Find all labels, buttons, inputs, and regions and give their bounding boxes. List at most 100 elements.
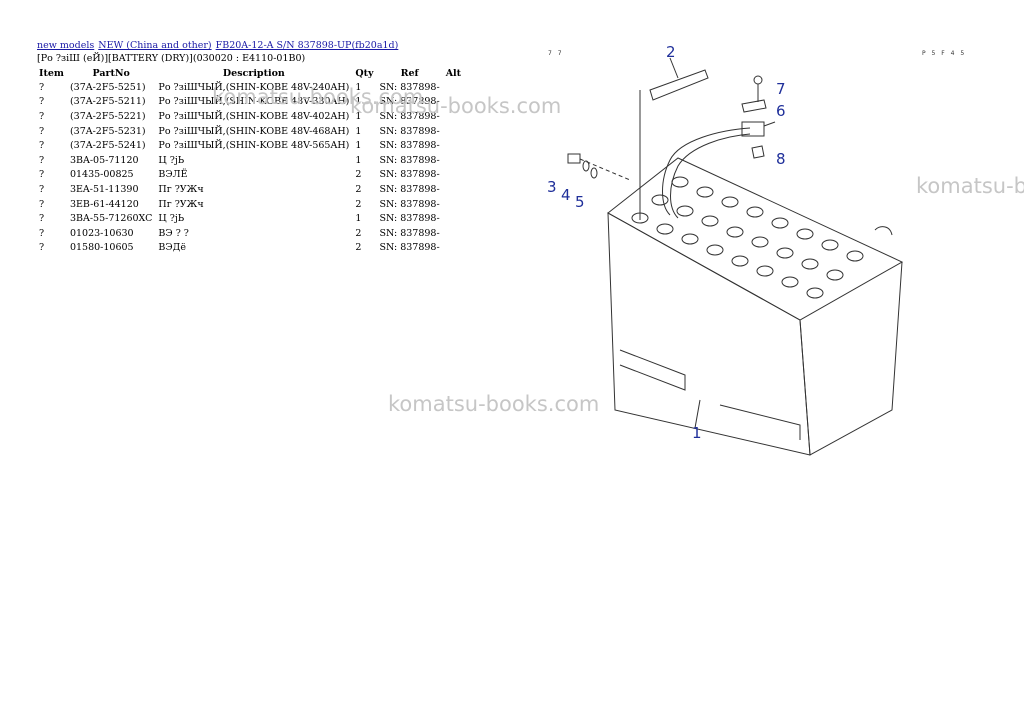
cell-description: Ро ?зiШЧЫЙ,(SHIN-KOBE 48V-468AH) <box>158 125 350 137</box>
breadcrumb-link-region[interactable]: NEW (China and other) <box>98 40 212 51</box>
callout-3: 3 <box>547 178 557 196</box>
cell-qty: 1 <box>355 154 362 166</box>
header-partno: PartNo <box>92 67 130 79</box>
table-row: ? (37A-2F5-5231) Ро ?зiШЧЫЙ,(SHIN-KOBE 48V… <box>36 124 469 139</box>
cell-partno: 01435-00825 <box>69 169 134 181</box>
cell-alt <box>443 124 469 139</box>
parts-table: Item PartNo Description Qty Ref Alt ?(37… <box>36 66 469 255</box>
callout-4: 4 <box>561 186 571 204</box>
cell-ref: SN: 837898- <box>379 213 440 225</box>
cell-item: ? <box>39 110 45 122</box>
cell-description: Пг ?УЖч <box>158 198 204 210</box>
header-qty: Qty <box>355 67 374 79</box>
diagram-corner-code-right: P 5 F 4 5 <box>922 50 967 57</box>
cell-alt <box>443 168 469 183</box>
cell-description: ВЭ ? ? <box>158 227 189 239</box>
cell-description: Ро ?зiШЧЫЙ,(SHIN-KOBE 48V-330AH) <box>158 96 350 108</box>
cell-alt <box>443 80 469 95</box>
cell-partno: 3BA-55-71260XC <box>69 213 153 225</box>
cell-qty: 1 <box>355 140 362 152</box>
cell-item: ? <box>39 242 45 254</box>
breadcrumb-link-model[interactable]: FB20A-12-A S/N 837898-UP(fb20a1d) <box>215 40 399 51</box>
cell-ref: SN: 837898- <box>379 198 440 210</box>
table-header-row: Item PartNo Description Qty Ref Alt <box>36 66 469 80</box>
cell-qty: 1 <box>355 125 362 137</box>
battery-side <box>799 261 903 456</box>
cell-ref: SN: 837898- <box>379 96 440 108</box>
cell-ref: SN: 837898- <box>379 227 440 239</box>
battery-cell-caps <box>631 176 864 299</box>
header-item: Item <box>39 67 64 79</box>
cell-alt <box>443 197 469 212</box>
terminal-nut <box>751 145 765 159</box>
cell-ref: SN: 837898- <box>379 169 440 181</box>
cell-qty: 2 <box>355 198 362 210</box>
bolt-head <box>567 153 581 164</box>
cell-description: Ц ?jЬ <box>158 213 185 225</box>
cell-qty: 2 <box>355 169 362 181</box>
cell-description: Пг ?УЖч <box>158 183 204 195</box>
cell-partno: 01580-10605 <box>69 242 134 254</box>
cell-ref: SN: 837898- <box>379 81 440 93</box>
cell-item: ? <box>39 154 45 166</box>
cell-item: ? <box>39 140 45 152</box>
header-description: Description <box>222 67 285 79</box>
bracket-part <box>649 69 709 101</box>
cell-partno: 3EA-51-11390 <box>69 183 139 195</box>
terminal-bolt-icon <box>753 75 763 85</box>
table-row: ? 01023-10630 ВЭ ? ? 2 SN: 837898- <box>36 226 469 241</box>
cell-alt <box>443 182 469 197</box>
cell-qty: 2 <box>355 183 362 195</box>
cell-item: ? <box>39 227 45 239</box>
cell-partno: 3BA-05-71120 <box>69 154 139 166</box>
cell-qty: 1 <box>355 110 362 122</box>
cell-description: ВЭЛЁ <box>158 169 188 181</box>
cell-partno: 01023-10630 <box>69 227 134 239</box>
callout-1: 1 <box>692 424 702 442</box>
washer-b <box>590 167 598 179</box>
cell-item: ? <box>39 81 45 93</box>
table-row: ? (37A-2F5-5241) Ро ?зiШЧЫЙ,(SHIN-KOBE 48V… <box>36 138 469 153</box>
callout-6: 6 <box>776 102 786 120</box>
cell-alt <box>443 226 469 241</box>
cell-description: Ц ?jЬ <box>158 154 185 166</box>
cell-description: Ро ?зiШЧЫЙ,(SHIN-KOBE 48V-565AH) <box>158 140 350 152</box>
cell-alt <box>443 138 469 153</box>
cell-item: ? <box>39 198 45 210</box>
cell-partno: (37A-2F5-5221) <box>69 110 146 122</box>
cell-qty: 1 <box>355 213 362 225</box>
terminal-plate <box>741 99 767 113</box>
page-subtitle: [Ро ?зiШ (еЙ)][BATTERY (DRY)](030020 : E… <box>37 53 306 64</box>
table-row: ? 3EB-61-44120 Пг ?УЖч 2 SN: 837898- <box>36 197 469 212</box>
cell-qty: 1 <box>355 96 362 108</box>
cell-ref: SN: 837898- <box>379 183 440 195</box>
cell-partno: (37A-2F5-5231) <box>69 125 146 137</box>
header-alt: Alt <box>445 67 462 79</box>
watermark: komatsu-b <box>916 174 1024 198</box>
cell-qty: 2 <box>355 242 362 254</box>
cell-description: Ро ?зiШЧЫЙ,(SHIN-KOBE 48V-402AH) <box>158 110 350 122</box>
cell-description: ВЭДё <box>158 242 187 254</box>
cell-item: ? <box>39 213 45 225</box>
header-ref: Ref <box>400 67 419 79</box>
cell-partno: 3EB-61-44120 <box>69 198 139 210</box>
breadcrumb-link-new-models[interactable]: new models <box>37 40 95 51</box>
diagram-corner-code-left: 7 7 <box>548 50 564 57</box>
cell-item: ? <box>39 125 45 137</box>
callout-8: 8 <box>776 150 786 168</box>
cell-ref: SN: 837898- <box>379 140 440 152</box>
cell-ref: SN: 837898- <box>379 125 440 137</box>
cell-partno: (37A-2F5-5251) <box>69 81 146 93</box>
callout-5: 5 <box>575 193 585 211</box>
battery-top <box>607 157 904 321</box>
cell-partno: (37A-2F5-5241) <box>69 140 146 152</box>
cell-qty: 2 <box>355 227 362 239</box>
table-row: ?(37A-2F5-5251)Ро ?зiШЧЫЙ,(SHIN-KOBE 48V… <box>36 80 469 95</box>
cell-item: ? <box>39 169 45 181</box>
callout-2: 2 <box>666 43 676 61</box>
table-row: ?(37A-2F5-5211)Ро ?зiШЧЫЙ,(SHIN-KOBE 48V… <box>36 95 469 110</box>
